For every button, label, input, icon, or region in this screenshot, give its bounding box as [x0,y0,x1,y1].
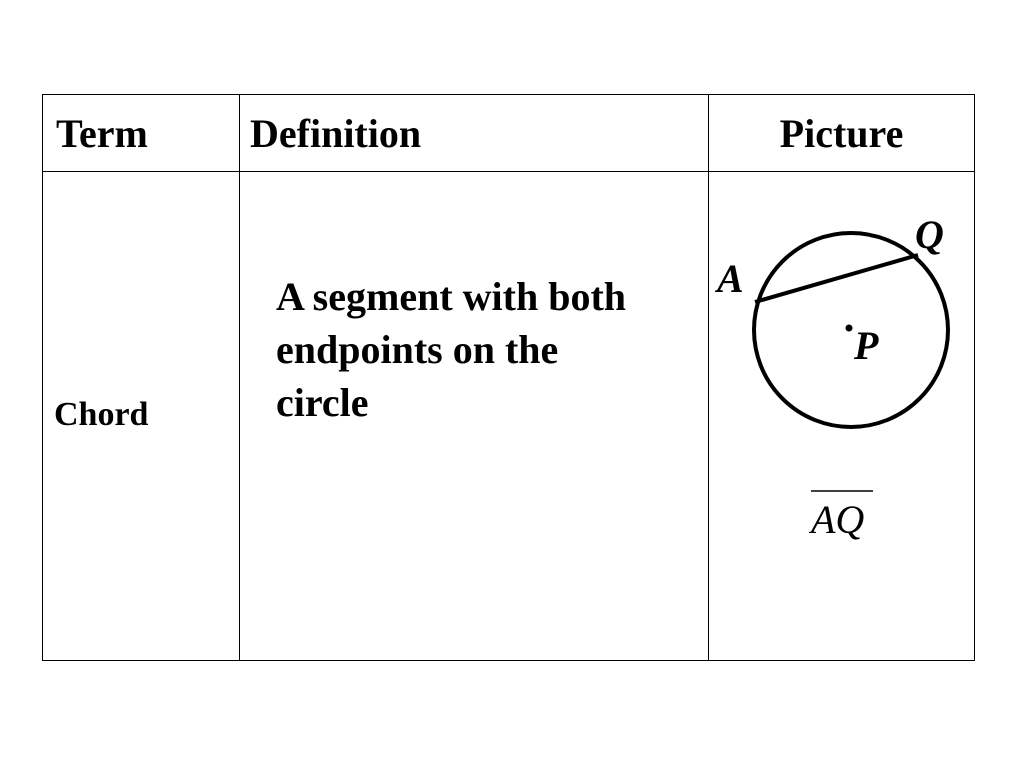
circle-shape [752,231,950,429]
definition-cell: A segment with both endpoints on the cir… [239,171,709,661]
point-label-p: P [853,323,879,368]
term-cell: Chord [42,171,240,661]
chord-segment [754,253,919,304]
point-label-a: A [714,256,744,301]
table-header-row: Term Definition Picture [42,94,975,172]
segment-notation: AQ [808,497,864,542]
definition-text: A segment with both endpoints on the cir… [276,274,627,425]
header-picture: Picture [708,94,975,172]
center-point [845,324,853,332]
table-row: Chord A segment with both endpoints on t… [42,171,975,661]
chord-diagram: A Q P AQ [714,212,950,542]
header-definition: Definition [239,94,709,172]
header-term: Term [42,94,240,172]
point-label-q: Q [915,212,944,257]
vocabulary-table: Term Definition Picture Chord A segment … [42,94,975,661]
term-chord: Chord [54,396,149,433]
picture-cell: A Q P AQ [708,171,975,661]
